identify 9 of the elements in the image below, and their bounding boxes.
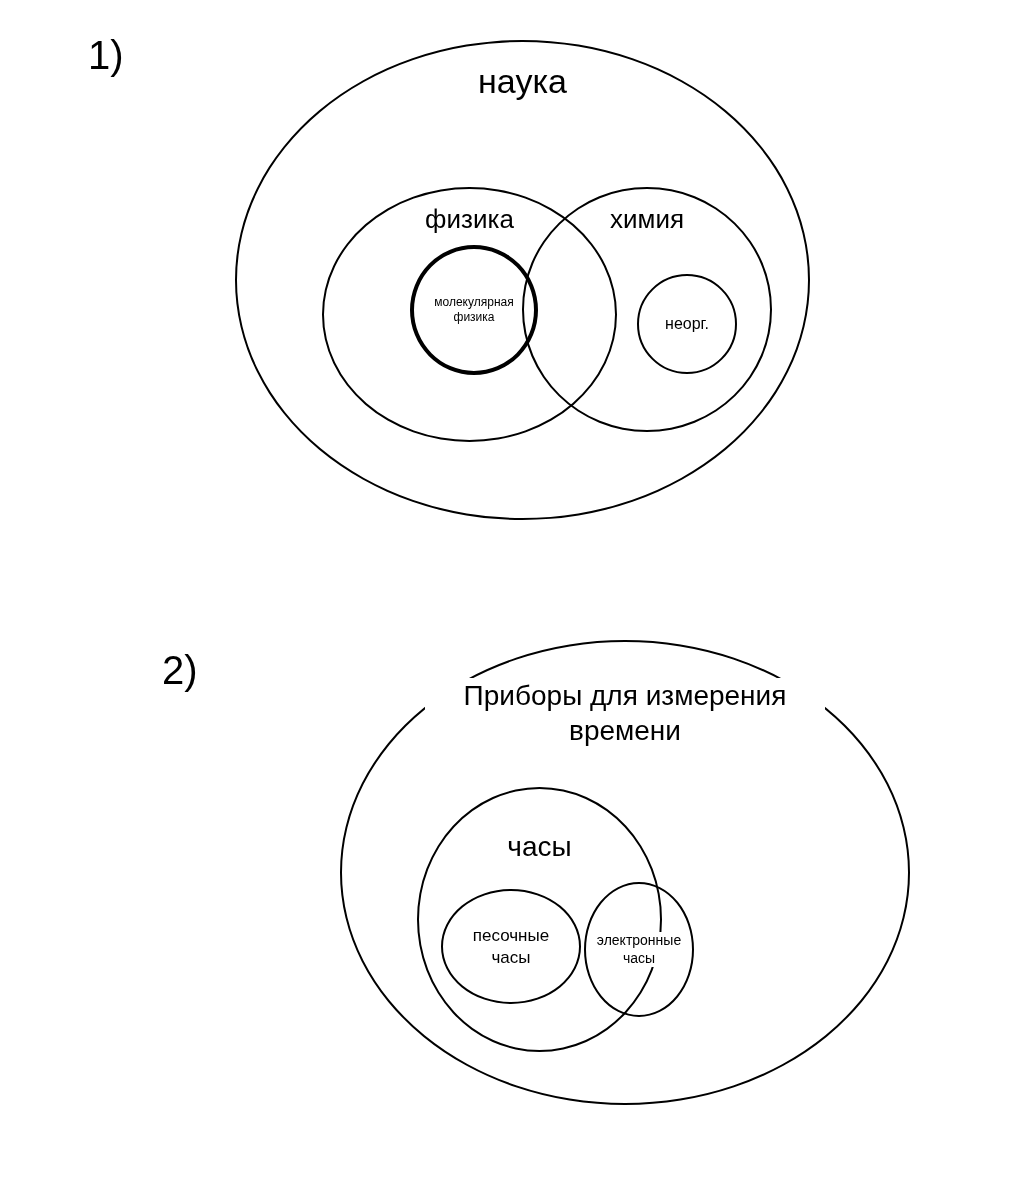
- ellipse: [584, 882, 694, 1017]
- item-number: 1): [88, 32, 124, 79]
- ellipse: [340, 640, 910, 1105]
- node-label: электронные часы: [596, 932, 682, 967]
- ellipse: [522, 187, 772, 432]
- ellipse: [637, 274, 737, 374]
- ellipse: [441, 889, 581, 1004]
- item-number: 2): [162, 647, 198, 694]
- node-label: Приборы для измерения времени: [425, 678, 825, 748]
